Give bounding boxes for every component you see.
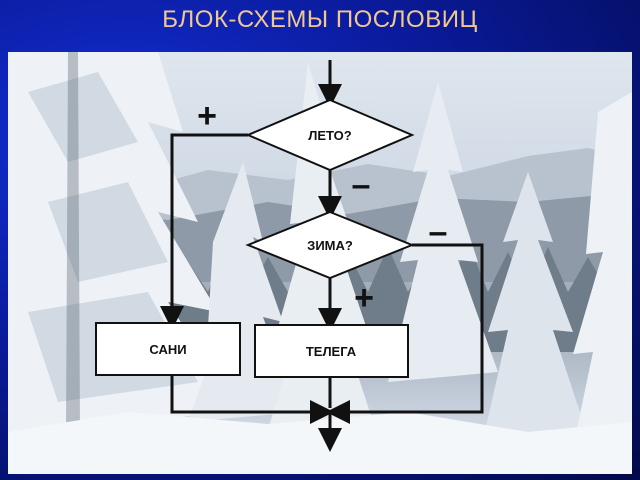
decision-winter: ЗИМА? bbox=[245, 210, 415, 280]
summer-yes-connector bbox=[160, 133, 248, 330]
winter-no-connector bbox=[326, 243, 484, 424]
winter-plus-sign: + bbox=[354, 279, 374, 317]
decision-winter-label: ЗИМА? bbox=[307, 238, 353, 253]
sled-merge-connector bbox=[170, 375, 334, 424]
action-cart: ТЕЛЕГА bbox=[254, 324, 409, 378]
slide-title: БЛОК-СХЕМЫ ПОСЛОВИЦ bbox=[162, 6, 478, 33]
decision-summer-label: ЛЕТО? bbox=[308, 128, 352, 143]
action-sled: САНИ bbox=[95, 322, 241, 376]
summer-plus-sign: + bbox=[197, 97, 217, 135]
summer-minus-sign: – bbox=[352, 166, 371, 204]
decision-summer: ЛЕТО? bbox=[245, 98, 415, 172]
action-cart-label: ТЕЛЕГА bbox=[306, 344, 357, 359]
winter-minus-sign: – bbox=[429, 213, 448, 251]
action-sled-label: САНИ bbox=[149, 342, 186, 357]
